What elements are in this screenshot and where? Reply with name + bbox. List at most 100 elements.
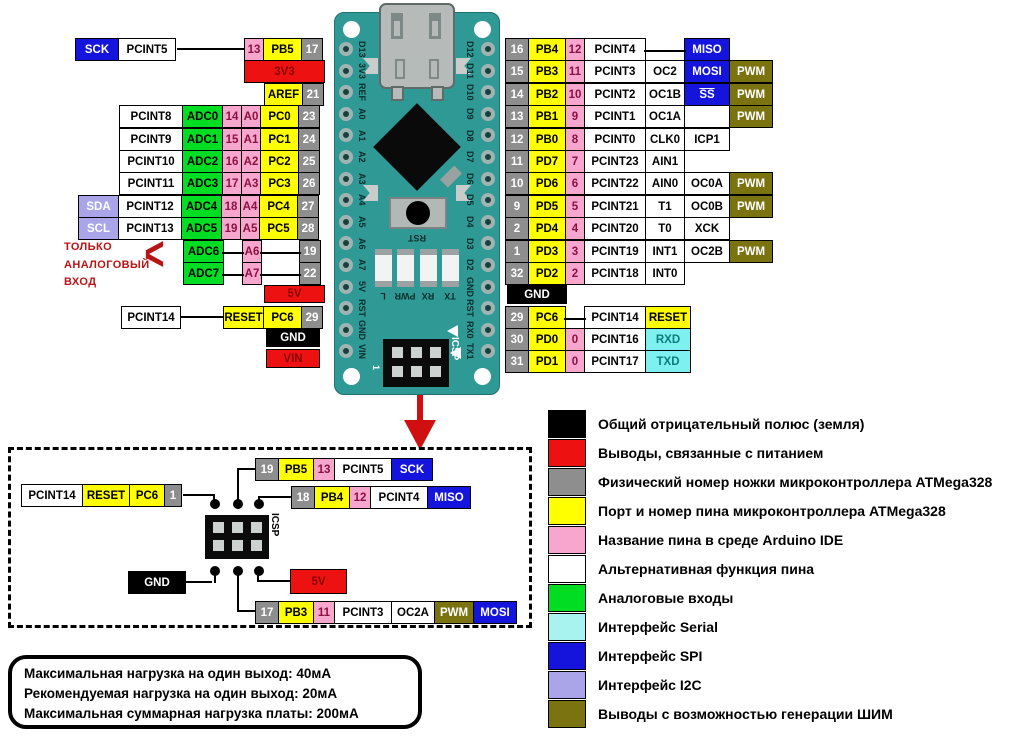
pin-hole	[481, 106, 495, 121]
legend-item: Общий отрицательный полюс (земля)	[548, 410, 992, 438]
pin-hole	[339, 214, 353, 229]
pin-cell-17: 17	[255, 601, 279, 624]
pin-cell-1: 1	[505, 240, 529, 263]
pin-cell-18: 18	[221, 195, 241, 218]
pin-cell-adc3: ADC3	[182, 172, 223, 195]
pin-cell-rxd: RXD	[645, 328, 691, 351]
pin-cell-29: 29	[301, 306, 323, 329]
icsp-wire	[186, 581, 212, 583]
icsp-pad	[411, 347, 422, 358]
pin-cell-pcint9: PCINT9	[119, 128, 183, 151]
pin-cell-13: 13	[244, 38, 264, 61]
pin-cell-pd0: PD0	[528, 328, 566, 351]
pin-cell-adc2: ADC2	[182, 150, 223, 173]
pin-cell-17: 17	[301, 38, 323, 61]
pin-cell-28: 28	[297, 217, 319, 240]
pin-hole	[481, 193, 495, 208]
analog-note-chevron: <	[144, 225, 165, 281]
icsp-wire	[214, 574, 216, 583]
pin-cell-pcint5: PCINT5	[118, 38, 176, 61]
reset-button[interactable]	[389, 197, 447, 229]
pin-cell-pb5: PB5	[278, 458, 314, 481]
pin-hole	[339, 150, 353, 164]
connector-line	[260, 262, 301, 285]
pin-cell-5v: 5V	[264, 285, 325, 303]
icsp-pad	[392, 347, 403, 358]
usb-detail	[391, 13, 403, 39]
pin-cell-10: 10	[565, 83, 585, 106]
pin-cell-pcint16: PCINT16	[584, 328, 646, 351]
pin-cell-pc2: PC2	[260, 150, 299, 173]
pin-cell-5: 5	[565, 195, 585, 218]
board-pin-label-d7: D7	[465, 151, 475, 163]
pin-cell-pcint19: PCINT19	[584, 240, 646, 263]
board-pin-label-vin: VIN	[357, 343, 367, 359]
board-pin-label-ref: REF	[357, 83, 367, 102]
pin-cell-pc6: PC6	[528, 306, 566, 329]
icsp-pad	[430, 366, 441, 377]
pin-cell-19: 19	[299, 240, 321, 263]
pin-cell-gnd: GND	[128, 571, 186, 594]
pin-hole	[481, 171, 495, 186]
pin-cell-a4: A4	[240, 195, 260, 218]
legend-swatch	[548, 439, 586, 467]
legend-label: Физический номер ножки микроконтроллера …	[598, 474, 993, 490]
reset-button-label: RST	[408, 233, 426, 243]
pin-cell-11: 11	[505, 150, 529, 173]
pin-cell-15: 15	[222, 128, 242, 151]
pin-cell-pcint4: PCINT4	[370, 486, 428, 509]
connector-line	[181, 316, 223, 318]
analog-note-line: ТОЛЬКО	[64, 241, 113, 253]
board-pin-label-d8: D8	[465, 129, 475, 142]
pin-cell-miso: MISO	[684, 38, 730, 61]
pin-cell-ain1: AIN1	[645, 150, 685, 173]
load-limits-note: Максимальная нагрузка на один выход: 40м…	[8, 655, 422, 729]
pin-cell-7: 7	[565, 150, 585, 173]
pin-row: GND	[507, 285, 567, 304]
pin-cell-9: 9	[565, 105, 585, 128]
pin-cell-gnd: GND	[266, 328, 320, 347]
pin-cell-pcint5: PCINT5	[334, 458, 392, 481]
legend-item: Выводы, связанные с питанием	[548, 439, 992, 467]
board-pin-label-d3: D3	[465, 237, 475, 250]
pin-hole	[339, 42, 353, 56]
legend-label: Порт и номер пина микроконтроллера ATMeg…	[598, 503, 946, 519]
pin-cell-pcint20: PCINT20	[584, 217, 646, 240]
pin-cell-aref: AREF	[264, 83, 303, 106]
pin-cell-t0: T0	[645, 217, 685, 240]
pin-cell-pb4: PB4	[314, 486, 350, 509]
pin-cell-11: 11	[565, 60, 585, 83]
pin-cell-13: 13	[313, 458, 335, 481]
led-label-pwr: PWR	[394, 291, 416, 301]
led-rx	[420, 249, 437, 287]
pin-cell-pcint17: PCINT17	[584, 350, 646, 373]
icsp-wire	[183, 494, 213, 496]
pin-cell-mosi: MOSI	[684, 60, 730, 83]
icsp-pad	[213, 540, 224, 551]
pin-cell-a1: A1	[241, 128, 261, 151]
pin-hole	[339, 258, 353, 272]
pin-cell-pcint12: PCINT12	[118, 195, 182, 218]
legend-item: Порт и номер пина микроконтроллера ATMeg…	[548, 497, 992, 525]
legend-swatch	[548, 642, 586, 670]
pin-cell-pd7: PD7	[528, 150, 566, 173]
pin-cell-19: 19	[221, 217, 241, 240]
pin-cell-pcint4: PCINT4	[584, 38, 646, 61]
icsp-pad	[430, 347, 441, 358]
pin-cell-oc1a: OC1A	[645, 105, 685, 128]
pin-cell-reset: RESET	[82, 484, 130, 507]
icsp-wire	[257, 574, 259, 582]
pin-cell-oc2: OC2	[645, 60, 685, 83]
pin-cell-pc4: PC4	[259, 195, 298, 218]
pin-cell-clk0: CLK0	[645, 128, 685, 151]
pin-cell-pwm: PWM	[729, 172, 773, 195]
legend-label: Выводы, связанные с питанием	[598, 445, 824, 461]
